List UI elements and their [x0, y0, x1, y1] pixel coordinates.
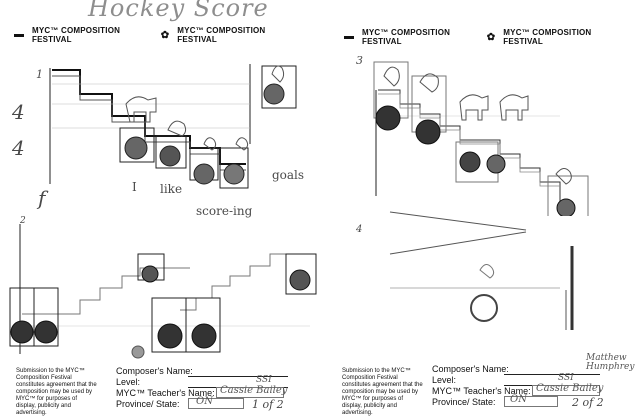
festival-banner: MYC™ COMPOSITION FESTIVAL ✿ MYC™ COMPOSI… — [14, 26, 306, 44]
staircase-staff-2 — [0, 214, 320, 364]
composer-line — [188, 376, 288, 377]
banner-text-repeat: MYC™ COMPOSITION FESTIVAL — [177, 26, 266, 44]
level-label: Level: — [432, 375, 457, 385]
score-page-1: Hockey Score MYC™ COMPOSITION FESTIVAL ✿… — [0, 0, 320, 416]
composer-label: Composer's Name: — [116, 366, 193, 376]
staff3-measure-mark: 3 — [356, 54, 363, 67]
time-signature-bottom: 4 — [12, 136, 25, 160]
page-number: 2 of 2 — [572, 396, 604, 409]
submission-note: Submission to the MYC™ Composition Festi… — [342, 368, 423, 416]
hairpin-staff-4 — [320, 210, 640, 330]
province-value: ON — [196, 396, 213, 407]
level-label: Level: — [116, 377, 141, 387]
banner-text-repeat: MYC™ COMPOSITION FESTIVAL — [503, 28, 592, 46]
staircase-staff-1 — [0, 44, 320, 204]
teacher-value: Cassie Bailey — [536, 383, 604, 394]
composer-label: Composer's Name: — [432, 364, 509, 374]
province-label: Province/ State: — [432, 397, 496, 407]
submission-note: Submission to the MYC™ Composition Festi… — [16, 368, 97, 416]
time-signature-top: 4 — [12, 100, 25, 124]
level-value: SSI — [256, 375, 272, 385]
province-box — [188, 398, 244, 409]
lyric-word: score-ing — [196, 204, 253, 218]
province-value: ON — [510, 394, 527, 405]
staircase-staff-3 — [320, 46, 640, 216]
lyric-word: I — [132, 180, 137, 194]
province-box — [504, 396, 558, 407]
myc-star-icon: ✿ — [486, 31, 496, 43]
banner-rule — [14, 33, 24, 37]
handwritten-title: Hockey Score — [88, 0, 269, 22]
festival-banner: MYC™ COMPOSITION FESTIVAL ✿ MYC™ COMPOSI… — [344, 28, 628, 46]
page-number: 1 of 2 — [252, 398, 284, 411]
staff1-measure-mark: 1 — [36, 68, 43, 81]
dynamic-marking: f — [38, 186, 46, 210]
teacher-value: Cassie Bailey — [220, 385, 288, 396]
teacher-box — [216, 387, 284, 398]
composer-line — [504, 374, 600, 375]
banner-rule — [344, 35, 354, 39]
teacher-label: MYC™ Teacher's Name: — [432, 386, 531, 396]
province-label: Province/ State: — [116, 399, 180, 409]
lyric-word: like — [160, 182, 183, 196]
myc-star-icon: ✿ — [160, 29, 170, 41]
level-value: SSI — [558, 373, 574, 383]
banner-text: MYC™ COMPOSITION FESTIVAL — [362, 28, 451, 46]
staff2-measure-mark: 2 — [20, 216, 26, 226]
lyric-word: goals — [272, 168, 305, 182]
banner-text: MYC™ COMPOSITION FESTIVAL — [32, 26, 121, 44]
composer-value: Matthew Humphrey — [586, 353, 635, 372]
score-page-2: MYC™ COMPOSITION FESTIVAL ✿ MYC™ COMPOSI… — [320, 0, 640, 416]
teacher-box — [532, 385, 600, 396]
teacher-label: MYC™ Teacher's Name: — [116, 388, 215, 398]
staff4-measure-mark: 4 — [356, 224, 363, 235]
